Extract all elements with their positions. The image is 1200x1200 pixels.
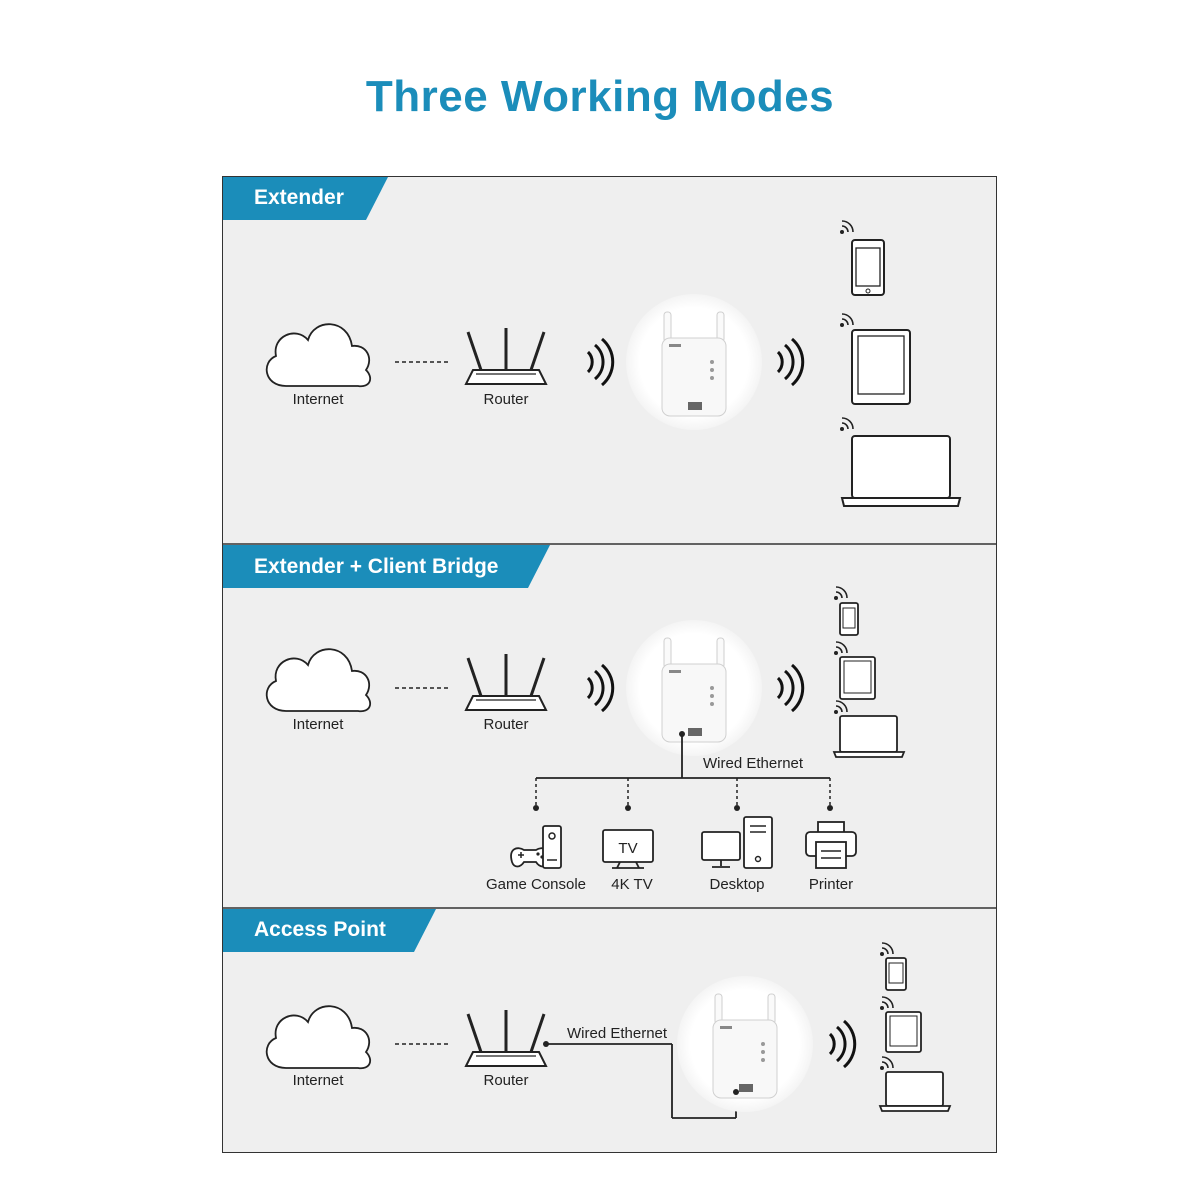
device-label-desktop: Desktop — [709, 876, 764, 893]
device-label-game-console: Game Console — [486, 876, 586, 893]
wifi-waves-icon — [828, 1019, 857, 1069]
mode-access-point: Access Point Internet Router Wired Ether… — [223, 909, 952, 1119]
mode-banner — [223, 177, 388, 220]
router-label: Router — [483, 716, 528, 733]
phone-icon — [833, 586, 859, 636]
mode-title: Extender — [254, 186, 344, 209]
internet-label: Internet — [293, 716, 345, 733]
mode-extender: Extender Internet Router — [223, 177, 962, 507]
wired-ethernet-label: Wired Ethernet — [567, 1025, 668, 1042]
tv-screen-text: TV — [618, 840, 637, 857]
cloud-icon — [265, 1005, 372, 1070]
mode-banner — [223, 909, 436, 952]
laptop-icon — [878, 1056, 952, 1112]
router-label: Router — [483, 391, 528, 408]
phone-icon — [879, 942, 907, 991]
printer-icon — [805, 821, 857, 869]
wifi-waves-icon — [776, 337, 805, 387]
phone-icon — [839, 220, 885, 296]
device-label-4k-tv: 4K TV — [611, 876, 652, 893]
desktop-icon — [701, 816, 773, 869]
extender-device-icon — [625, 619, 763, 757]
wifi-waves-icon — [586, 337, 615, 387]
mode-extender-client-bridge: Extender + Client Bridge Internet Router — [223, 545, 906, 893]
tablet-icon — [839, 313, 911, 405]
router-icon — [464, 326, 548, 386]
extender-device-icon — [625, 293, 763, 431]
page-title: Three Working Modes — [365, 72, 835, 121]
wifi-waves-icon — [776, 663, 805, 713]
mode-title: Access Point — [254, 918, 386, 941]
tablet-icon — [879, 996, 922, 1053]
mode-title: Extender + Client Bridge — [254, 555, 498, 578]
device-label-printer: Printer — [809, 876, 853, 893]
internet-label: Internet — [293, 391, 345, 408]
wifi-waves-icon — [586, 663, 615, 713]
router-icon — [464, 652, 548, 712]
cloud-icon — [265, 648, 372, 713]
router-label: Router — [483, 1072, 528, 1089]
tablet-icon — [833, 641, 876, 700]
game-console-icon — [510, 825, 562, 869]
tv-icon: TV — [602, 829, 654, 869]
wired-ethernet-link — [543, 1041, 737, 1119]
laptop-icon — [832, 700, 906, 758]
cloud-icon — [265, 323, 372, 388]
wired-ethernet-tree — [533, 731, 833, 811]
extender-device-icon — [676, 975, 814, 1113]
internet-label: Internet — [293, 1072, 345, 1089]
router-icon — [464, 1008, 548, 1068]
mode-banner — [223, 545, 550, 588]
wired-ethernet-label: Wired Ethernet — [703, 755, 804, 772]
laptop-icon — [839, 417, 962, 507]
